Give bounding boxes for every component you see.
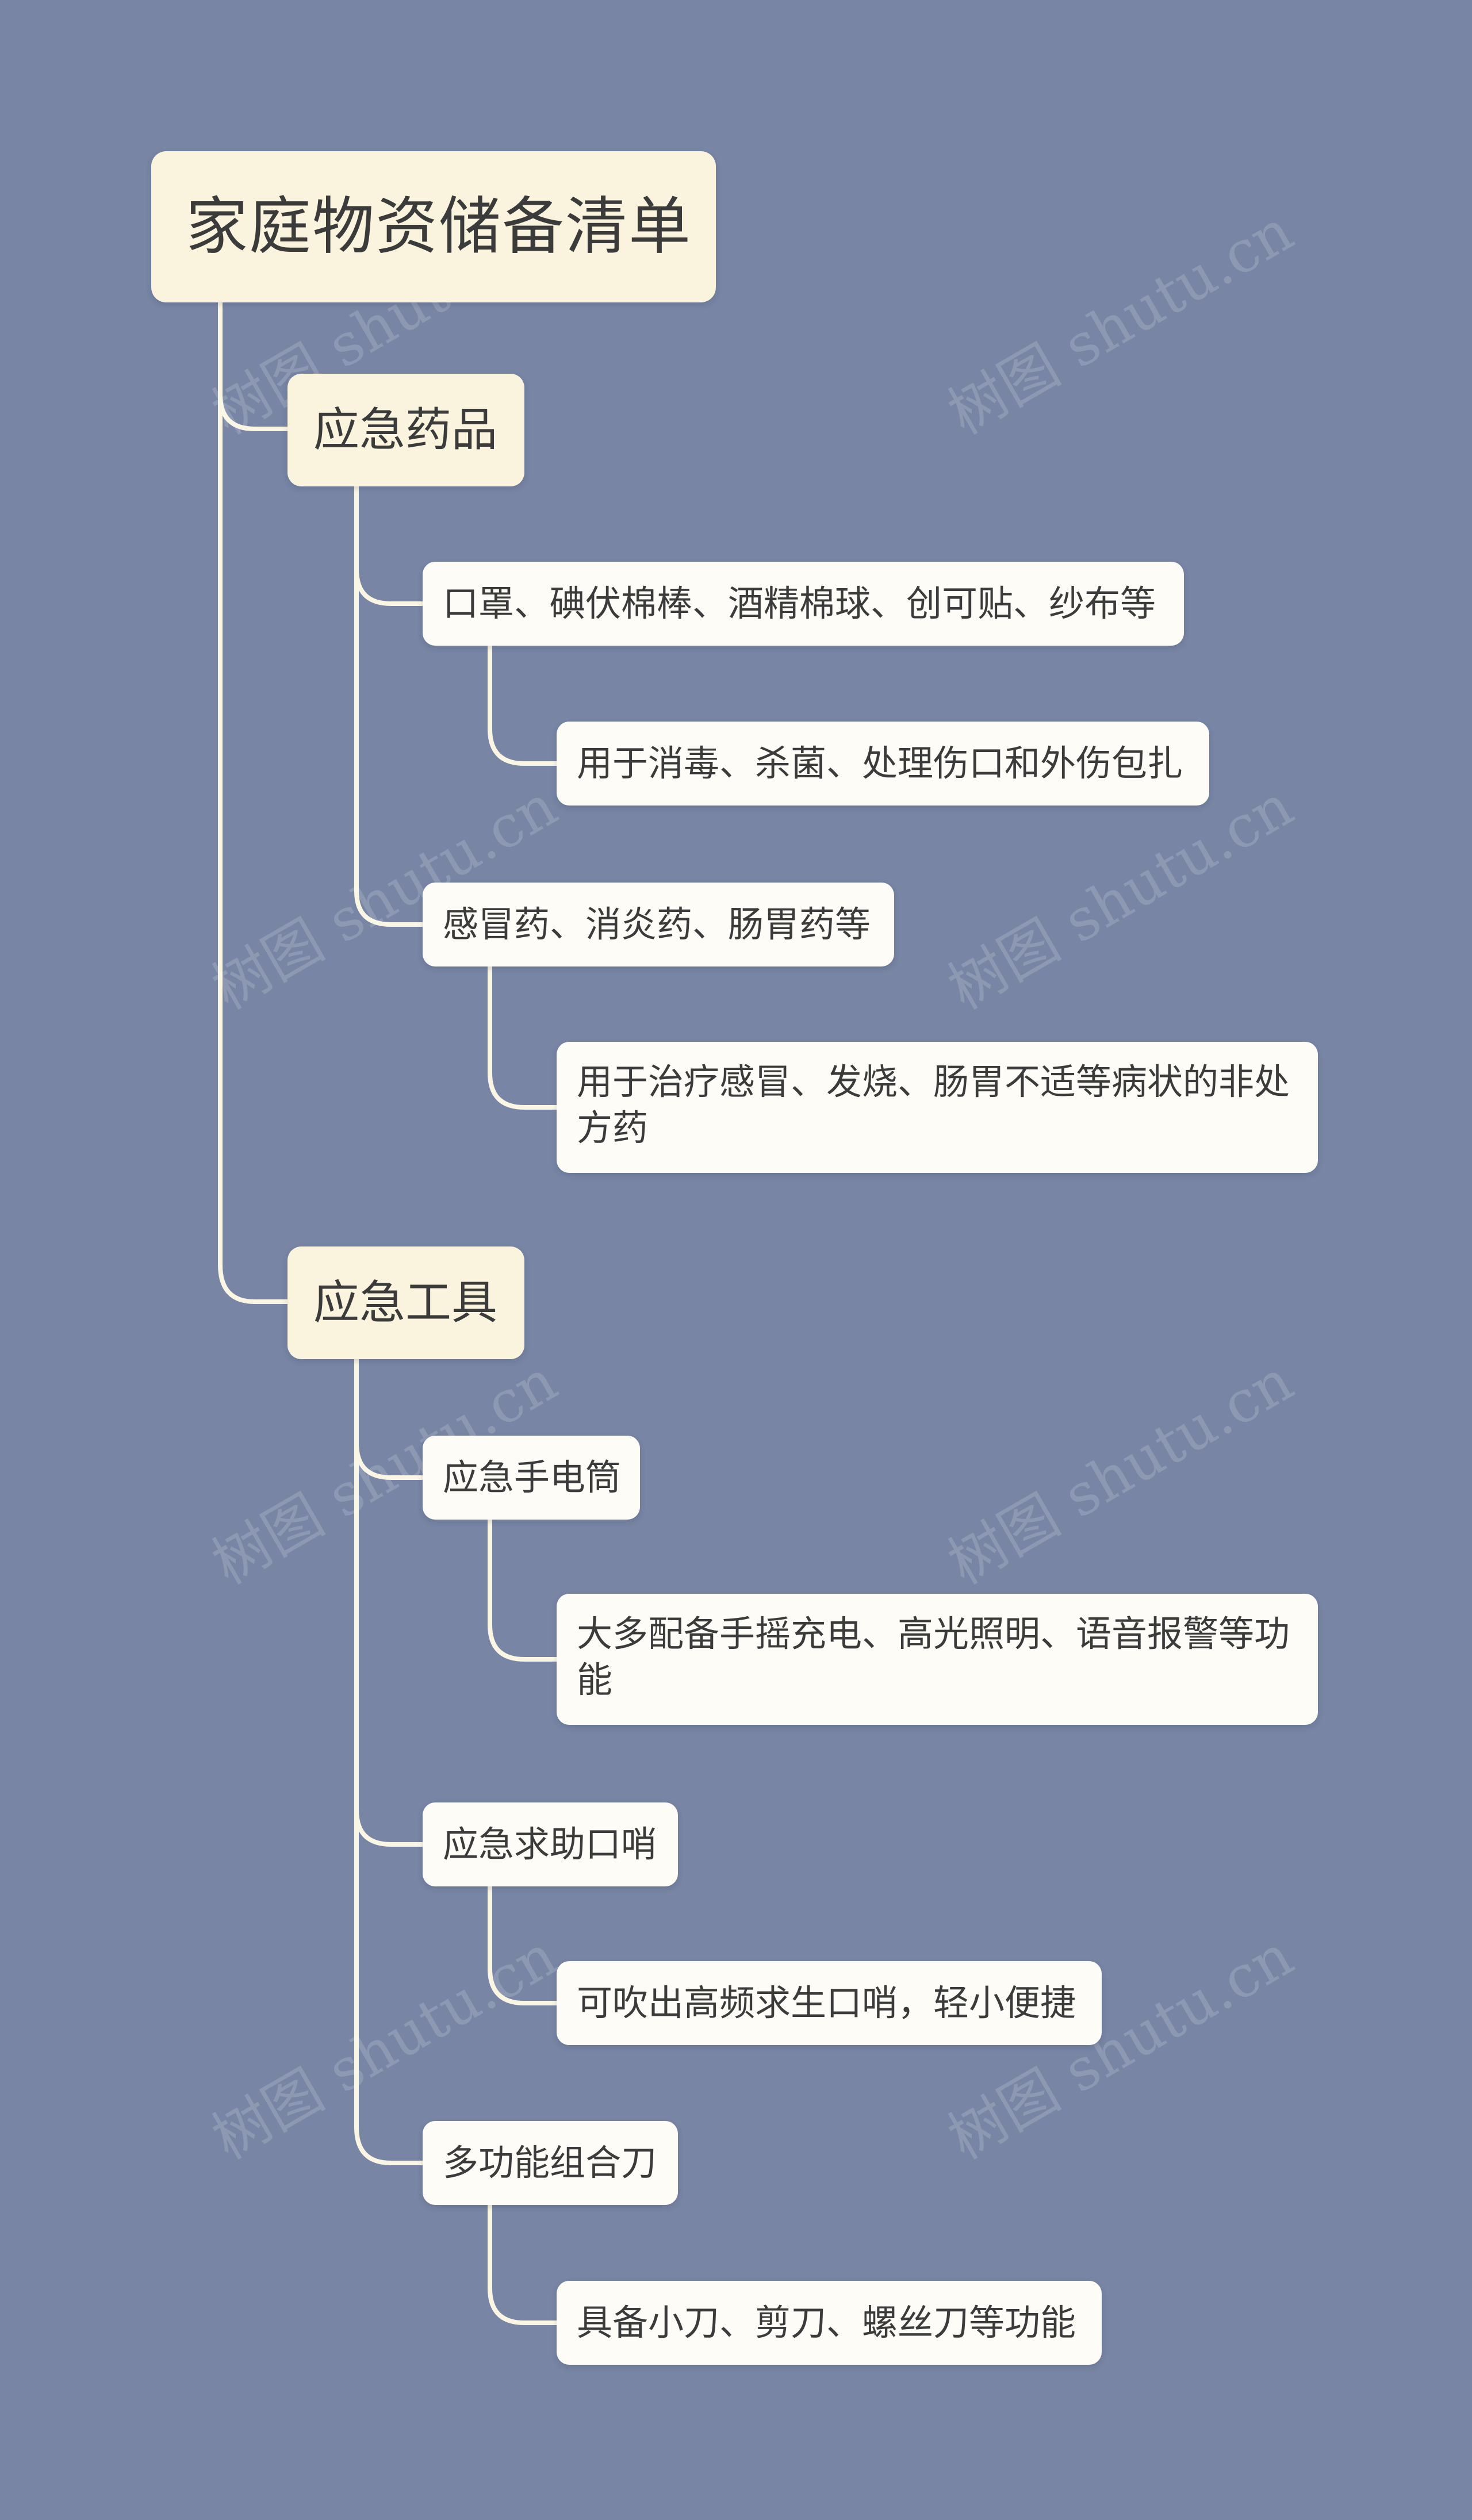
root-node[interactable]: 家庭物资储备清单 xyxy=(151,151,716,302)
item-node-tools-flashlight[interactable]: 应急手电筒 xyxy=(423,1436,640,1520)
connector-medicine-item-1 xyxy=(354,567,425,606)
detail-node-medicine-drugs[interactable]: 用于治疗感冒、发烧、肠胃不适等病状的非处方药 xyxy=(557,1042,1318,1173)
connector-medicine-item-2 xyxy=(354,889,425,927)
detail-node-tools-whistle[interactable]: 可吹出高频求生口哨，轻小便捷 xyxy=(557,1961,1102,2045)
connector-tools-item-2 xyxy=(354,1808,425,1847)
connector-tools-detail-2 xyxy=(488,1884,559,2005)
connector-medicine-detail-1 xyxy=(488,643,559,766)
item-node-medicine-supplies[interactable]: 口罩、碘伏棉棒、酒精棉球、创可贴、纱布等 xyxy=(423,562,1184,646)
detail-node-tools-flashlight[interactable]: 大多配备手摇充电、高光照明、语音报警等功能 xyxy=(557,1594,1318,1725)
connector-medicine-detail-2 xyxy=(488,964,559,1110)
detail-node-tools-knife[interactable]: 具备小刀、剪刀、螺丝刀等功能 xyxy=(557,2281,1102,2365)
item-node-tools-knife[interactable]: 多功能组合刀 xyxy=(423,2121,678,2205)
connector-tools-item-1 xyxy=(354,1441,425,1480)
category-node-medicine[interactable]: 应急药品 xyxy=(288,374,524,486)
connector-tools-item-3 xyxy=(354,2125,425,2165)
category-node-tools[interactable]: 应急工具 xyxy=(288,1246,524,1359)
connector-root-to-medicine xyxy=(218,392,290,431)
connector-tools-detail-3 xyxy=(488,2203,559,2325)
item-node-medicine-drugs[interactable]: 感冒药、消炎药、肠胃药等 xyxy=(423,883,894,966)
item-node-tools-whistle[interactable]: 应急求助口哨 xyxy=(423,1802,678,1886)
detail-node-medicine-supplies[interactable]: 用于消毒、杀菌、处理伤口和外伤包扎 xyxy=(557,722,1209,806)
connector-root-to-tools xyxy=(218,1263,290,1304)
connector-tools-detail-1 xyxy=(488,1517,559,1662)
